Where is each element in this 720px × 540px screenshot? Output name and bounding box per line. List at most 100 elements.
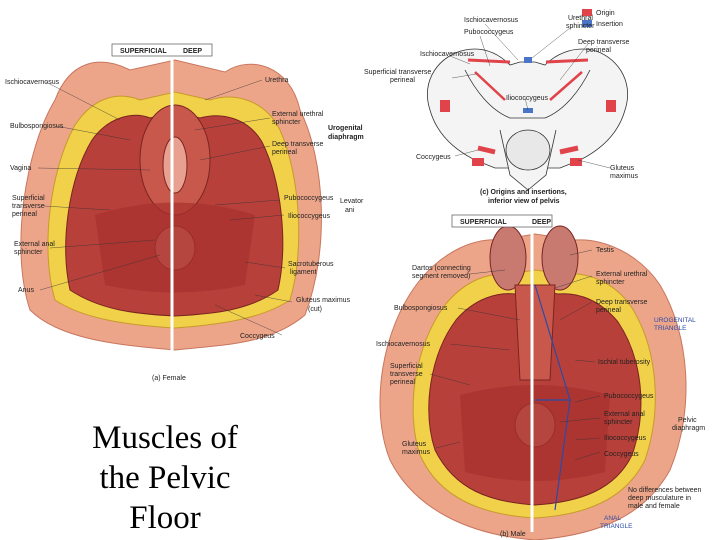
male-label-pelvic-diaphragm-1: Pelvic: [678, 417, 697, 424]
male-label-superficial-2: transverse: [390, 371, 423, 378]
male-label-gluteus-1: Gluteus: [402, 441, 427, 448]
male-note-3: male and female: [628, 503, 680, 510]
female-label-bulbospongiosus: Bulbospongiosus: [10, 123, 64, 130]
male-testis-left: [489, 225, 527, 291]
slide-title-line-2: the Pelvic: [99, 460, 231, 496]
male-label-ischiocavernosus: Ischiocavernosus: [376, 341, 431, 348]
male-note-2: deep musculature in: [628, 495, 691, 502]
female-label-deep-transverse-2: perineal: [272, 149, 297, 156]
male-label-deep-transverse-2: perineal: [596, 307, 621, 314]
legend-insertion-label: Insertion: [596, 21, 623, 28]
male-caption: (b) Male: [500, 531, 526, 538]
male-label-bulbospongiosus: Bulbospongiosus: [394, 305, 448, 312]
male-bulb-region: [514, 284, 556, 381]
female-label-deep-transverse-1: Deep transverse: [272, 141, 323, 148]
pc-label-superficial-1: Superficial transverse: [364, 69, 431, 76]
male-label-external-anal-1: External anal: [604, 411, 645, 418]
slide-title-line-1: Muscles of: [92, 420, 238, 456]
male-label-urogenital-triangle-1: UROGENITAL: [654, 317, 696, 324]
female-label-external-anal-1: External anal: [14, 241, 55, 248]
male-label-external-urethral-1: External urethral: [596, 271, 648, 278]
female-header-superficial: SUPERFICIAL: [120, 48, 167, 55]
female-label-urogenital-1: Urogenital: [328, 125, 363, 132]
male-label-coccygeus: Coccygeus: [604, 451, 639, 458]
female-label-levator-2: ani: [345, 207, 355, 214]
pc-label-gluteus-2: maximus: [610, 173, 639, 180]
male-label-superficial-1: Superficial: [390, 363, 423, 370]
pc-label-superficial-2: perineal: [390, 77, 415, 84]
female-label-superficial-2: transverse: [12, 203, 45, 210]
male-label-ischial-tuberosity: Ischial tuberosity: [598, 359, 651, 366]
male-testis-right: [541, 225, 579, 291]
female-vaginal-opening: [162, 136, 188, 194]
male-left-labels: [429, 269, 521, 449]
female-label-pubococcygeus: Pubococcygeus: [284, 195, 334, 202]
female-label-urethra: Urethra: [265, 77, 288, 84]
pc-label-gluteus-1: Gluteus: [610, 165, 635, 172]
male-pelvic-floor-muscles: [460, 385, 610, 481]
legend-origin-label: Origin: [596, 10, 615, 17]
slide-title-line-3: Floor: [129, 500, 201, 536]
female-label-external-urethral-2: sphincter: [272, 119, 301, 126]
male-label-gluteus-2: maximus: [402, 449, 431, 456]
male-label-anal-triangle-1: ANAL: [604, 515, 621, 522]
female-label-iliococcygeus: Iliococcygeus: [288, 213, 331, 220]
pc-label-urethral-2: sphincter: [566, 23, 595, 30]
pelvis-bone-drawing: [427, 48, 629, 191]
female-label-levator-1: Levator: [340, 198, 364, 205]
male-label-pubococcygeus: Pubococcygeus: [604, 393, 654, 400]
female-label-superficial-3: perineal: [12, 211, 37, 218]
pc-label-ischiocavernosus-left: Ischiocavernosus: [420, 51, 475, 58]
attachment-marks: [440, 57, 616, 166]
panel-female-diagram: SUPERFICIAL DEEP Ischiocavernosus Bulbos…: [5, 43, 364, 382]
male-label-external-anal-2: sphincter: [604, 419, 633, 426]
female-label-external-anal-2: sphincter: [14, 249, 43, 256]
female-right-labels: [194, 79, 293, 336]
legend-insertion-swatch: [582, 20, 592, 27]
pc-label-iliococcygeus: Iliococcygeus: [506, 95, 549, 102]
panel-male-diagram: SUPERFICIAL DEEP Dartos (connecting segm…: [376, 214, 705, 540]
female-label-urogenital-2: diaphragm: [328, 134, 364, 141]
female-left-labels: [37, 81, 161, 291]
pc-label-urethral-1: Urethral: [568, 15, 593, 22]
female-header-deep: DEEP: [183, 48, 202, 55]
male-label-superficial-3: perineal: [390, 379, 415, 386]
panel-origins-insertions: Origin Insertion Ischiocavernosus Pubo: [364, 9, 639, 205]
male-label-external-urethral-2: sphincter: [596, 279, 625, 286]
slide-title: Muscles of the Pelvic Floor: [40, 418, 290, 538]
female-label-coccygeus: Coccygeus: [240, 333, 275, 340]
female-label-gluteus-1: Gluteus maximus: [296, 297, 351, 304]
female-label-ischiocavernosus: Ischiocavernosus: [5, 79, 60, 86]
legend-origin-swatch: [582, 9, 592, 16]
male-label-testis: Testis: [596, 247, 614, 254]
male-note-1: No differences between: [628, 487, 702, 494]
pc-label-pubococcygeus: Pubococcygeus: [464, 29, 514, 36]
pc-label-coccygeus: Coccygeus: [416, 154, 451, 161]
female-label-superficial-1: Superficial: [12, 195, 45, 202]
male-label-anal-triangle-2: TRIANGLE: [600, 523, 633, 530]
pc-label-deep-transverse-1: Deep transverse: [578, 39, 629, 46]
female-label-anus: Anus: [18, 287, 34, 294]
male-header-box: [451, 214, 553, 228]
pc-label-deep-transverse-2: perineal: [586, 47, 611, 54]
male-label-iliococcygeus: Iliococcygeus: [604, 435, 647, 442]
female-label-sacrotuberous-2: ligament: [290, 269, 317, 276]
female-label-sacrotuberous-1: Sacrotuberous: [288, 261, 334, 268]
female-label-vagina: Vagina: [10, 165, 31, 172]
male-label-pelvic-diaphragm-2: diaphragm: [672, 425, 705, 432]
female-pelvic-floor-muscles: [95, 202, 255, 293]
male-triangle-lines: [534, 284, 571, 511]
male-header-superficial: SUPERFICIAL: [460, 219, 507, 226]
female-label-gluteus-2: (cut): [308, 306, 322, 313]
female-caption: (a) Female: [152, 375, 186, 382]
pc-caption-2: inferior view of pelvis: [488, 198, 560, 205]
female-header-box: [111, 43, 213, 57]
female-label-external-urethral-1: External urethral: [272, 111, 324, 118]
pc-label-ischiocavernosus-top: Ischiocavernosus: [464, 17, 519, 24]
male-header-deep: DEEP: [532, 219, 551, 226]
male-label-dartos-2: segment removed): [412, 273, 470, 280]
male-label-urogenital-triangle-2: TRIANGLE: [654, 325, 687, 332]
male-right-labels: [554, 249, 601, 461]
pc-caption-1: (c) Origins and insertions,: [480, 189, 567, 196]
panel-c-leader-lines: [449, 23, 611, 169]
